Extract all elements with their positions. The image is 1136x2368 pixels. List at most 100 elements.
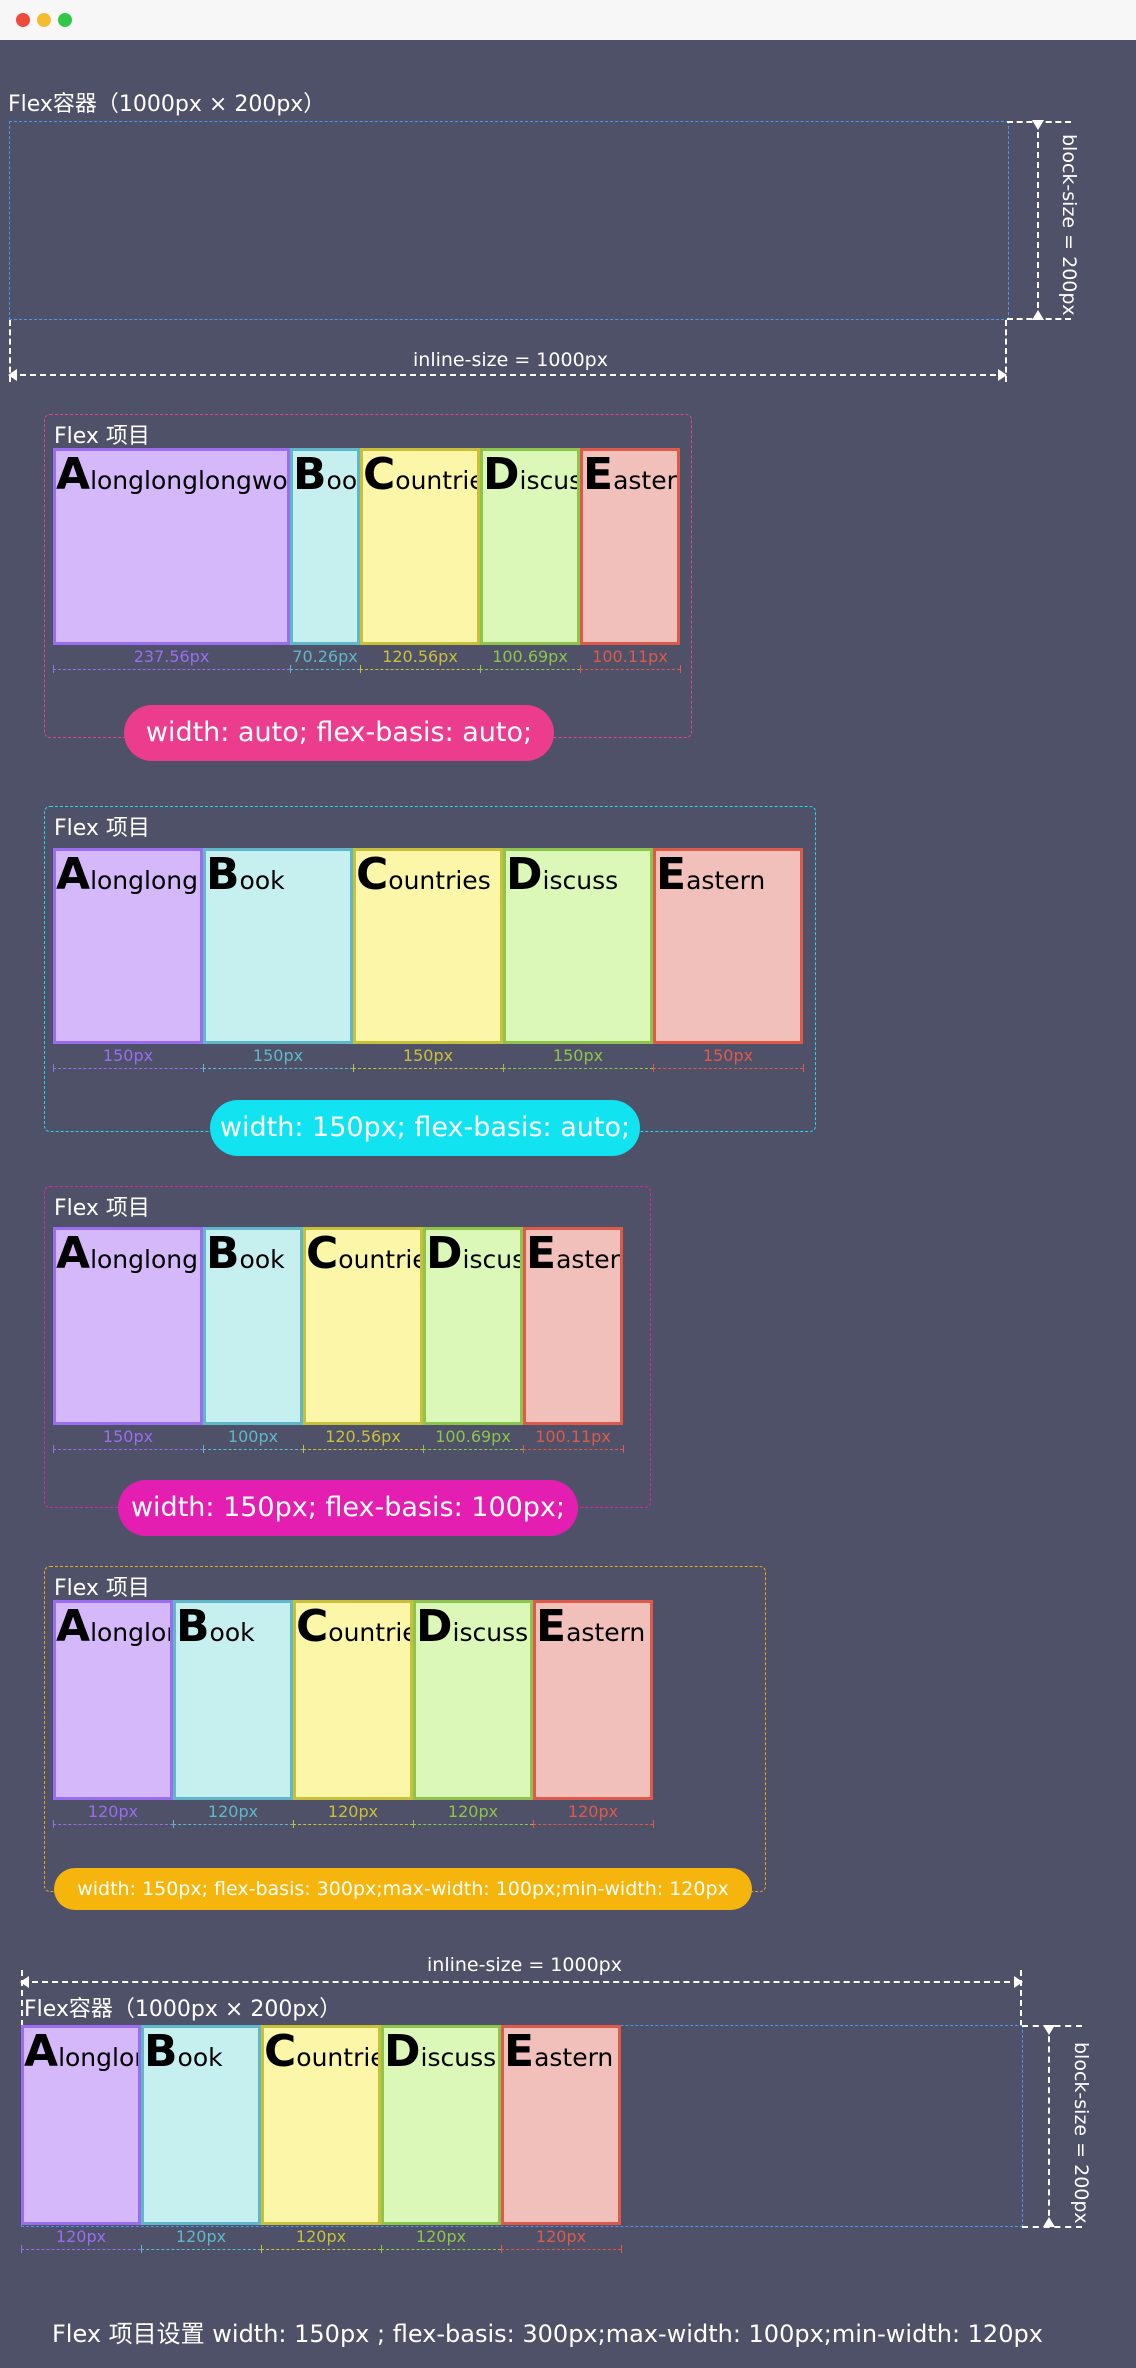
bottom-measure-line-e [501, 2249, 621, 2250]
minimize-button[interactable] [37, 13, 51, 27]
example-3-item-e: Eastern [523, 1227, 623, 1425]
example-2-measure-line-b [203, 1068, 353, 1069]
example-4-item-c: Countries [293, 1600, 413, 1800]
bottom-block-size-label: block-size = 200px [1070, 2042, 1092, 2224]
bottom-measure-tick [621, 2245, 622, 2253]
item-rest: ountries [388, 866, 491, 895]
example-2-measure-tick [53, 1064, 54, 1072]
example-3-item-d-text: Discuss [426, 1232, 520, 1276]
example-1-measure-line-e [580, 669, 680, 670]
item-rest: astern [613, 466, 677, 495]
maximize-button[interactable] [58, 13, 72, 27]
example-1-measure-line-b [290, 669, 360, 670]
bottom-block-size-arrow-top [1043, 2025, 1055, 2035]
example-3-measure-tick [203, 1445, 204, 1453]
item-initial: C [264, 2026, 297, 2077]
item-rest: longlonglongword [58, 2043, 138, 2072]
bottom-measure-tick [381, 2245, 382, 2253]
item-initial: E [536, 1601, 567, 1652]
item-rest: ook [326, 466, 358, 495]
item-initial: B [293, 449, 327, 500]
item-rest: ountries [395, 466, 477, 495]
bottom-inline-size-arrow-right [1014, 1976, 1023, 1988]
item-rest: ook [177, 2043, 223, 2072]
item-initial: A [56, 1601, 91, 1652]
example-2-measure-label-e: 150px [702, 1046, 754, 1065]
bottom-measure-label-a: 120px [55, 2227, 107, 2246]
example-4-item-b: Book [173, 1600, 293, 1800]
example-2-item-b-text: Book [206, 853, 285, 897]
close-button[interactable] [16, 13, 30, 27]
bottom-measure-tick [21, 2245, 22, 2253]
example-1-measure-tick [360, 665, 361, 673]
item-initial: E [583, 449, 614, 500]
item-initial: D [416, 1601, 453, 1652]
example-1-item-e: Eastern [580, 448, 680, 645]
example-1-measure-label-a: 237.56px [133, 647, 210, 666]
bottom-block-size-line [1048, 2026, 1050, 2226]
item-rest: longlonglongword [90, 1618, 170, 1647]
item-initial: D [426, 1228, 463, 1279]
bottom-measure-line-b [141, 2249, 261, 2250]
item-rest: iscuss [519, 466, 577, 495]
example-title: Flex 项目 [54, 1196, 150, 1221]
example-2-measure-label-a: 150px [102, 1046, 154, 1065]
example-1-item-b-text: Book [293, 453, 358, 497]
bottom-measure-line-a [21, 2249, 141, 2250]
example-4-measure-line-e [533, 1824, 653, 1825]
example-4-measure-tick [293, 1820, 294, 1828]
item-rest: astern [686, 866, 766, 895]
example-2-item-c-text: Countries [356, 853, 491, 897]
bottom-item-c-text: Countries [264, 2030, 378, 2074]
inline-size-line [10, 374, 1006, 376]
container-title: Flex容器（1000px × 200px） [8, 92, 326, 117]
example-3-measure-tick [623, 1445, 624, 1453]
item-initial: A [56, 1228, 91, 1279]
item-rest: iscuss [542, 866, 619, 895]
example-2-item-c: Countries [353, 848, 503, 1044]
example-title: Flex 项目 [54, 424, 150, 449]
bottom-inline-size-arrow-left [20, 1976, 29, 1988]
block-size-arrow-bottom [1032, 310, 1044, 320]
bottom-block-size-ext-bottom [1022, 2226, 1082, 2228]
block-size-label: block-size = 200px [1058, 134, 1080, 316]
example-4-measure-label-b: 120px [207, 1802, 259, 1821]
window-titlebar [0, 0, 1136, 40]
example-4-item-a-text: Alonglonglongword [56, 1605, 170, 1649]
bottom-measure-tick [501, 2245, 502, 2253]
example-2-item-e: Eastern [653, 848, 803, 1044]
item-initial: E [504, 2026, 535, 2077]
bottom-measure-tick [141, 2245, 142, 2253]
example-1-measure-tick [53, 665, 54, 673]
block-size-ext-top [1007, 121, 1071, 123]
example-2-measure-tick [803, 1064, 804, 1072]
example-4-measure-label-c: 120px [327, 1802, 379, 1821]
example-1-measure-label-e: 100.11px [592, 647, 668, 666]
item-initial: D [506, 849, 543, 900]
example-3-measure-tick [523, 1445, 524, 1453]
example-4-item-c-text: Countries [296, 1605, 410, 1649]
item-rest: astern [566, 1618, 646, 1647]
item-rest: astern [556, 1245, 620, 1274]
item-initial: B [144, 2026, 178, 2077]
block-size-ext-bottom [1007, 318, 1071, 320]
footer-caption: Flex 项目设置 width: 150px ; flex-basis: 300… [52, 2320, 1043, 2348]
example-4-measure-label-d: 120px [447, 1802, 499, 1821]
example-1-measure-tick [290, 665, 291, 673]
item-initial: B [176, 1601, 210, 1652]
bottom-measure-line-d [381, 2249, 501, 2250]
example-3-measure-label-a: 150px [102, 1427, 154, 1446]
example-1-measure-label-c: 120.56px [382, 647, 458, 666]
item-initial: B [206, 849, 240, 900]
block-size-line [1037, 122, 1039, 318]
example-1-measure-label-b: 70.26px [292, 647, 358, 666]
example-1-item-b: Book [290, 448, 360, 645]
example-3-measure-line-a [53, 1449, 203, 1450]
example-4-measure-label-e: 120px [567, 1802, 619, 1821]
item-initial: C [363, 449, 396, 500]
block-size-arrow-top [1032, 120, 1044, 130]
bottom-block-size-arrow-bottom [1043, 2217, 1055, 2227]
example-1-item-c-text: Countries [363, 453, 477, 497]
example-4-item-d: Discuss [413, 1600, 533, 1800]
item-initial: A [56, 849, 91, 900]
